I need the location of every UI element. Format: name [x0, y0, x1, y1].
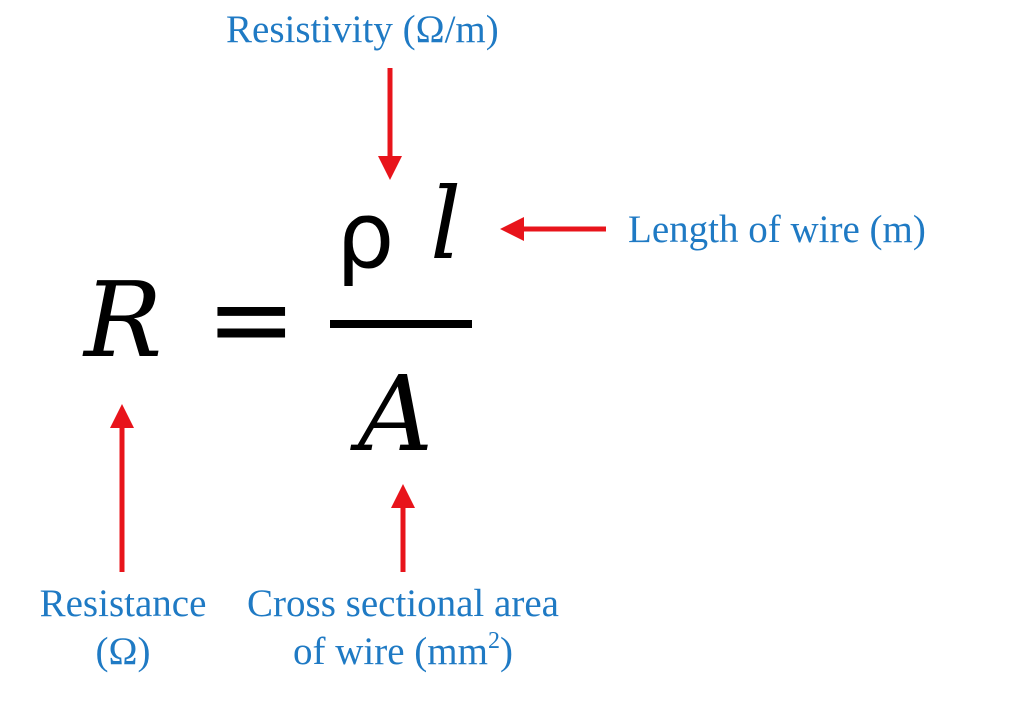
resistance-symbol: R: [84, 259, 163, 381]
resistance-label-line1: Resistance: [39, 582, 207, 625]
rho-symbol: ρ: [336, 182, 395, 289]
equals-sign: =: [206, 257, 297, 382]
resistivity-arrow: [378, 68, 402, 180]
resistance-arrow: [110, 404, 134, 572]
fraction-bar: [330, 320, 472, 328]
resistance-label-line2: (Ω): [95, 630, 151, 673]
area-label-line2: of wire (mm2): [228, 628, 578, 676]
area-label-line2-close: ): [499, 630, 513, 673]
length-arrow: [500, 217, 606, 241]
area-label-superscript: 2: [487, 628, 500, 654]
area-label-line1: Cross sectional area: [247, 582, 559, 625]
resistance-label: Resistance (Ω): [30, 580, 216, 676]
area-label: Cross sectional area of wire (mm2): [228, 580, 578, 676]
area-symbol: A: [358, 353, 434, 475]
area-label-line2-text: of wire (mm: [293, 630, 488, 673]
area-arrow: [391, 484, 415, 572]
resistivity-label: Resistivity (Ω/m): [226, 8, 499, 51]
length-label: Length of wire (m): [628, 208, 926, 251]
length-symbol: l: [430, 168, 462, 282]
